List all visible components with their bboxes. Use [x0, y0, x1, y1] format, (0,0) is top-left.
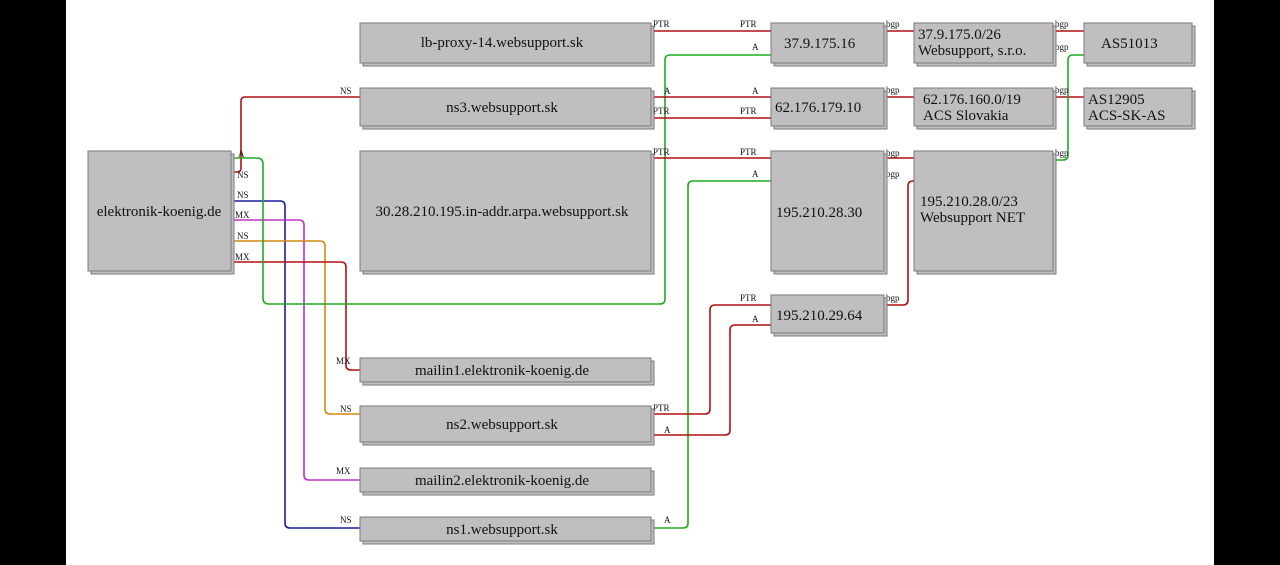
edge-domain-mailin1 [231, 261, 360, 371]
label-bgp-net37-b: bgp [1055, 42, 1069, 52]
label-ptr-ip62: PTR [740, 106, 757, 116]
node-net-195[interactable]: 195.210.28.0/23 Websupport NET [913, 150, 1057, 275]
node-as-12905[interactable]: AS12905 ACS-SK-AS [1083, 87, 1196, 130]
node-net-62[interactable]: 62.176.160.0/19 ACS Slovakia [913, 87, 1057, 130]
edge-net195-as51013 [1053, 54, 1084, 161]
label-mx-mailin2: MX [336, 466, 351, 476]
label-ns-ns1: NS [340, 515, 352, 525]
node-ip-62-label: 62.176.179.10 [775, 100, 861, 116]
label-a-ns2: A [664, 425, 671, 435]
label-mx-mailin1: MX [336, 356, 351, 366]
edge-ns1-ip195-30 [651, 180, 771, 529]
node-as-51013[interactable]: AS51013 [1083, 22, 1196, 67]
label-ptr-ns3: PTR [653, 106, 670, 116]
label-ns-domain-1: NS [237, 170, 249, 180]
node-as-51013-label: AS51013 [1101, 36, 1158, 52]
nodes: elektronik-koenig.de lb-proxy-14.websupp… [87, 22, 1196, 545]
node-ip-37[interactable]: 37.9.175.16 [770, 22, 888, 67]
node-ip-195-30-label: 195.210.28.30 [776, 205, 862, 221]
node-mailin1-label: mailin1.elektronik-koenig.de [415, 363, 589, 379]
node-ns3-label: ns3.websupport.sk [446, 100, 558, 116]
label-bgp-net37: bgp [1055, 19, 1069, 29]
label-bgp-net195: bgp [1055, 148, 1069, 158]
node-ns3[interactable]: ns3.websupport.sk [359, 87, 655, 130]
node-lb-proxy[interactable]: lb-proxy-14.websupport.sk [359, 22, 655, 67]
node-ns2-label: ns2.websupport.sk [446, 417, 558, 433]
edge-ip195-64-net195 [884, 180, 914, 306]
edge-labels: NS A NS NS MX NS MX MX NS MX NS PTR PTR … [235, 19, 1069, 525]
node-ip-195-64[interactable]: 195.210.29.64 [770, 294, 888, 337]
node-mailin1[interactable]: mailin1.elektronik-koenig.de [359, 357, 655, 386]
node-as-12905-line2: ACS-SK-AS [1088, 108, 1166, 124]
edge-domain-ns3 [231, 96, 360, 173]
node-domain-label: elektronik-koenig.de [97, 204, 222, 220]
label-bgp-ip195-30-b: bgp [886, 169, 900, 179]
node-net-37-line1: 37.9.175.0/26 [918, 27, 1001, 43]
label-a-ns1: A [664, 515, 671, 525]
label-a-domain: A [238, 149, 245, 159]
node-net-62-line2: ACS Slovakia [923, 108, 1009, 124]
edge-domain-ns2 [231, 240, 360, 415]
label-ns-ns3: NS [340, 86, 352, 96]
node-net-37-line2: Websupport, s.r.o. [918, 43, 1026, 59]
label-ns-ns2: NS [340, 404, 352, 414]
edge-ns2-ip195-64-ptr [651, 304, 771, 415]
node-mailin2-label: mailin2.elektronik-koenig.de [415, 473, 589, 489]
label-bgp-net62: bgp [1055, 85, 1069, 95]
label-bgp-ip62: bgp [886, 85, 900, 95]
node-mailin2[interactable]: mailin2.elektronik-koenig.de [359, 467, 655, 496]
label-a-ns3: A [664, 86, 671, 96]
node-domain[interactable]: elektronik-koenig.de [87, 150, 235, 275]
label-ptr-ip37: PTR [740, 19, 757, 29]
edge-ns2-ip195-64-a [651, 324, 771, 436]
node-net-62-line1: 62.176.160.0/19 [923, 92, 1021, 108]
node-net-195-line1: 195.210.28.0/23 [920, 194, 1018, 210]
label-a-ip62: A [752, 86, 759, 96]
label-ptr-ip195-30: PTR [740, 147, 757, 157]
label-mx-domain-2: MX [235, 252, 250, 262]
label-bgp-ip37: bgp [886, 19, 900, 29]
node-net-37[interactable]: 37.9.175.0/26 Websupport, s.r.o. [913, 22, 1057, 67]
node-arpa[interactable]: 30.28.210.195.in-addr.arpa.websupport.sk [359, 150, 655, 275]
label-a-ip37: A [752, 42, 759, 52]
label-ptr-ip195-64: PTR [740, 293, 757, 303]
label-ptr-arpa: PTR [653, 147, 670, 157]
node-ns2[interactable]: ns2.websupport.sk [359, 405, 655, 446]
node-ip-195-30[interactable]: 195.210.28.30 [770, 150, 888, 275]
label-ptr-lbproxy: PTR [653, 19, 670, 29]
node-as-12905-line1: AS12905 [1088, 92, 1145, 108]
label-ns-domain-2: NS [237, 190, 249, 200]
edge-domain-ip37 [231, 54, 771, 305]
node-arpa-label: 30.28.210.195.in-addr.arpa.websupport.sk [376, 204, 629, 220]
edge-domain-ns1 [231, 200, 360, 529]
label-bgp-ip195-30-a: bgp [886, 148, 900, 158]
node-ip-195-64-label: 195.210.29.64 [776, 308, 863, 324]
label-a-ip195-30: A [752, 169, 759, 179]
node-lb-proxy-label: lb-proxy-14.websupport.sk [421, 35, 584, 51]
node-ip-62[interactable]: 62.176.179.10 [770, 87, 888, 130]
node-ns1[interactable]: ns1.websupport.sk [359, 516, 655, 545]
node-net-195-line2: Websupport NET [920, 210, 1025, 226]
label-a-ip195-64: A [752, 314, 759, 324]
label-bgp-ip195-64: bgp [886, 293, 900, 303]
edge-domain-mailin2 [231, 219, 360, 481]
edges [231, 30, 1084, 529]
node-ip-37-label: 37.9.175.16 [784, 36, 856, 52]
label-ptr-ns2: PTR [653, 403, 670, 413]
node-ns1-label: ns1.websupport.sk [446, 522, 558, 538]
label-mx-domain-1: MX [235, 210, 250, 220]
label-ns-domain-3: NS [237, 231, 249, 241]
